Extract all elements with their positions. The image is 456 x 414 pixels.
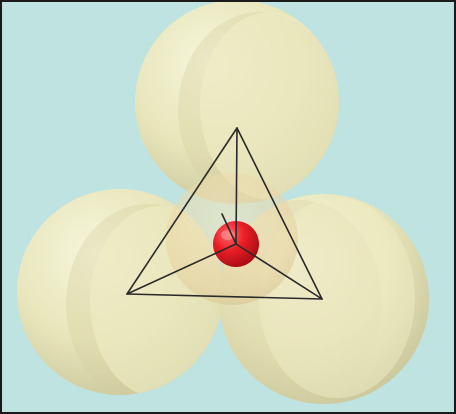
edge-top-center <box>236 128 237 244</box>
